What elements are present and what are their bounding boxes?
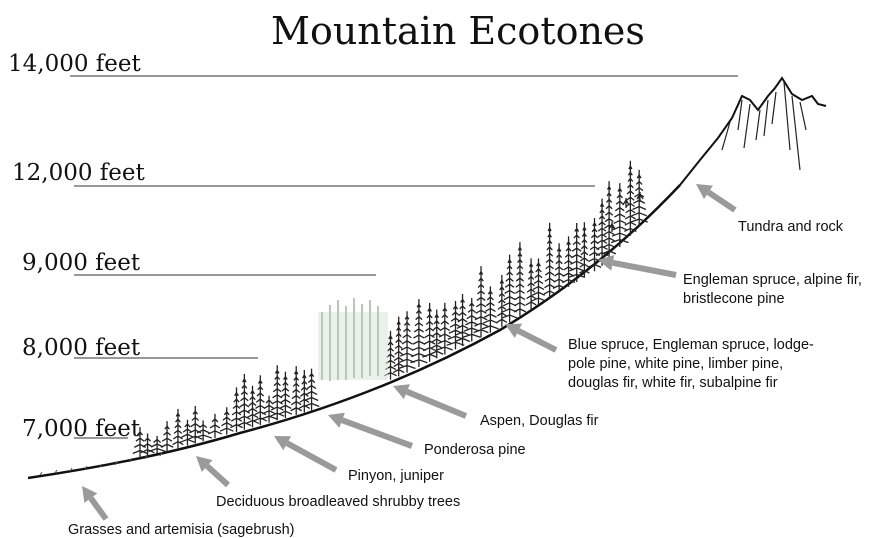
pointer-arrow [196, 456, 231, 488]
tree-icon [398, 311, 416, 373]
tree-icon [392, 316, 405, 377]
tree-icon [595, 198, 609, 266]
tree-icon [608, 222, 616, 232]
zone-label-aspen: Aspen, Douglas fir [480, 413, 599, 429]
elevation-marker-7000: 7,000 feet [22, 416, 141, 442]
tree-icon [481, 286, 499, 333]
elevation-label: 14,000 feet [8, 51, 142, 77]
tree-icon [160, 421, 174, 452]
tree-icon [602, 181, 617, 259]
tree-icon [260, 395, 278, 423]
tree-icon [179, 419, 196, 446]
tree-icon [531, 258, 546, 305]
tree-icon [140, 433, 155, 457]
tree-icon [270, 365, 285, 421]
zone-label-line: pole pine, white pine, limber pine, [568, 356, 783, 372]
elevation-label: 12,000 feet [12, 160, 146, 186]
tree-icon [290, 366, 303, 415]
tree-icon [454, 293, 471, 346]
tree-icon [384, 330, 397, 380]
pointer-arrow [696, 184, 737, 213]
tree-icon [278, 371, 293, 418]
tree-icon [303, 368, 320, 411]
tree-icon [207, 413, 223, 438]
elevation-marker-12000: 12,000 feet [12, 160, 595, 187]
zone-label-ponderosa: Ponderosa pine [424, 442, 526, 458]
tree-icon [579, 222, 590, 278]
zone-label-pinyon: Pinyon, juniper [348, 468, 444, 484]
elevation-marker-8000: 8,000 feet [22, 335, 258, 361]
tree-icon [501, 254, 518, 323]
pointer-arrow [598, 254, 677, 278]
tree-icon [543, 222, 556, 299]
tree-icon [253, 375, 267, 426]
tree-icon [219, 407, 234, 435]
tree-icon [148, 435, 166, 455]
elevation-marker-9000: 9,000 feet [22, 250, 376, 276]
zone-label-subalpine: Engleman spruce, alpine fir, bristlecone… [683, 272, 866, 307]
tree-icon [636, 192, 644, 202]
pointer-arrow [82, 486, 109, 521]
grass-texture [39, 451, 163, 476]
zone-label-line: Engleman spruce, alpine fir, [683, 272, 862, 288]
elevation-marker-14000: 14,000 feet [8, 51, 738, 77]
tree-icon [188, 405, 203, 444]
elevation-label: 9,000 feet [22, 250, 141, 276]
tree-icon [436, 302, 453, 355]
tree-icon [245, 385, 260, 428]
tree-icon [462, 297, 481, 342]
zone-label-tundra: Tundra and rock [738, 219, 844, 235]
tree-icon [194, 420, 213, 442]
peak-crevices [721, 81, 807, 171]
tree-icon [552, 243, 566, 293]
pointer-arrow [274, 436, 338, 473]
forest-illustration [132, 160, 648, 458]
tree-icon [132, 426, 148, 458]
zone-label-montane-conifer: Blue spruce, Engleman spruce, lodge- pol… [568, 337, 818, 391]
tree-icon [568, 222, 586, 282]
zone-label-grasses: Grasses and artemisia (sagebrush) [68, 522, 294, 538]
elevation-label: 8,000 feet [22, 335, 141, 361]
tree-icon [496, 274, 508, 327]
tree-icon [630, 169, 648, 227]
aspen-grove [318, 298, 388, 381]
arrow-group [82, 184, 737, 521]
tree-icon [230, 387, 243, 432]
tree-icon [172, 408, 184, 449]
pointer-arrow [393, 384, 468, 419]
elevation-label: 7,000 feet [22, 416, 141, 442]
tree-icon [430, 309, 444, 359]
tree-icon [237, 373, 252, 430]
tree-icon [624, 160, 637, 236]
tree-icon [410, 299, 428, 367]
tree-icon [422, 302, 438, 362]
tree-icon [298, 370, 311, 413]
zone-label-shrubby: Deciduous broadleaved shrubby trees [216, 494, 460, 510]
diagram-title: Mountain Ecotones [271, 9, 645, 53]
pointer-arrow [328, 412, 414, 449]
mountain-peaks [679, 76, 827, 186]
pointer-arrow [505, 323, 558, 353]
tree-icon [622, 198, 630, 208]
zone-label-line: douglas fir, white fir, subalpine fir [568, 375, 778, 391]
tree-icon [525, 258, 537, 310]
tree-icon [513, 242, 527, 317]
tree-icon [473, 266, 489, 338]
tree-icon [610, 183, 629, 247]
tree-icon [561, 236, 576, 287]
tree-icon [587, 217, 602, 272]
zone-label-line: bristlecone pine [683, 291, 785, 307]
tree-icon [446, 301, 465, 350]
zone-label-line: Blue spruce, Engleman spruce, lodge- [568, 337, 814, 353]
